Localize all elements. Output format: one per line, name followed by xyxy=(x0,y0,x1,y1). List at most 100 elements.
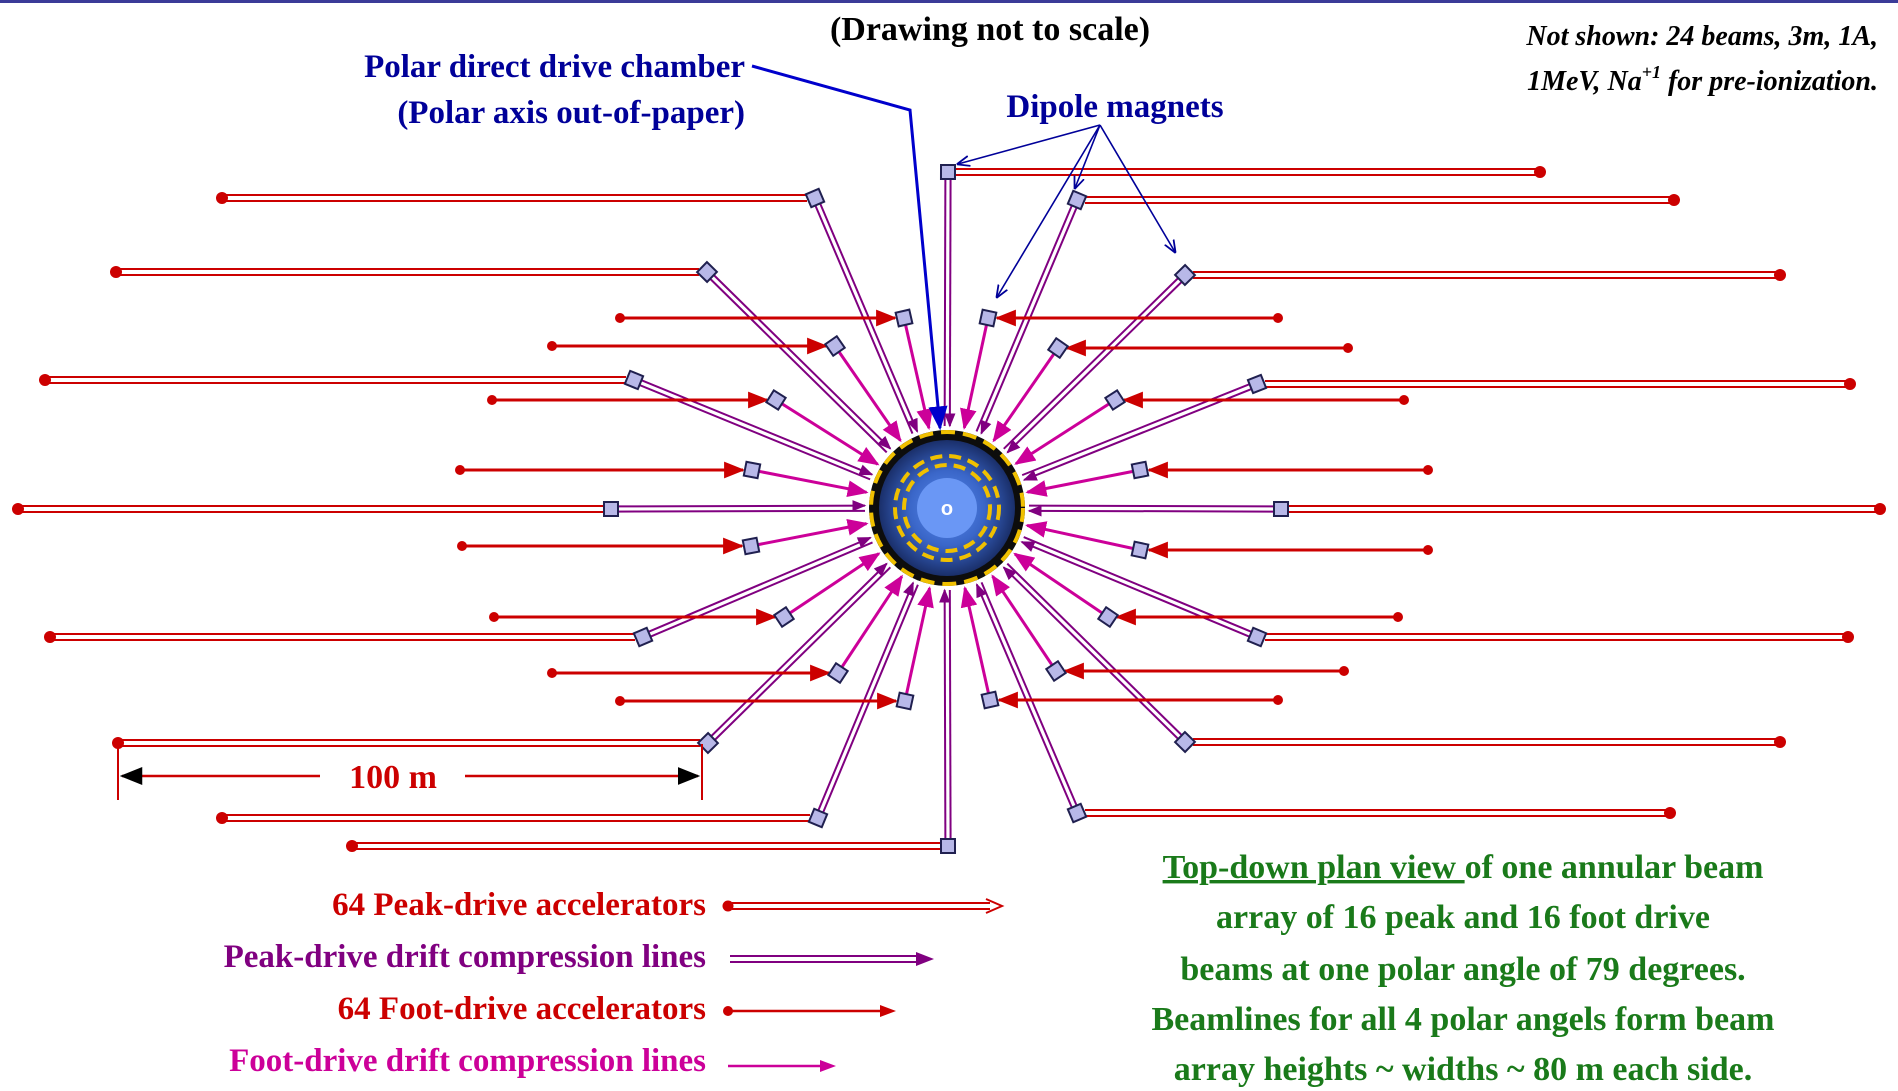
peak-drift-line-0-b xyxy=(816,196,919,433)
peak-drift-line-3-a xyxy=(611,509,866,513)
foot-drift-line-8 xyxy=(960,317,990,430)
legend-arrow-peak-acc xyxy=(985,898,1005,914)
dipole-pointer-2 xyxy=(1075,124,1101,188)
chamber-label-line1: Polar direct drive chamber xyxy=(364,49,745,85)
peak-magnet-8 xyxy=(939,163,957,181)
legend-label-peak-acc: 64 Peak-drive accelerators xyxy=(332,887,706,923)
peak-acc-dot-6 xyxy=(216,812,228,824)
peak-acc-dot-7 xyxy=(346,840,358,852)
peak-acc-dot-8 xyxy=(1534,166,1546,178)
dipole-pointer-1 xyxy=(958,124,1101,164)
peak-drift-line-13-b xyxy=(1020,540,1257,641)
foot-drift-line-3 xyxy=(751,468,869,497)
scale-label: 100 m xyxy=(349,759,437,796)
peak-acc-dot-14 xyxy=(1774,736,1786,748)
chamber-inner-ring-2 xyxy=(902,463,992,553)
not-shown-note-line2: 1MeV, Na+1 for pre-ionization. xyxy=(1527,62,1878,97)
not-shown-note-tail: for pre-ionization. xyxy=(1661,66,1878,97)
peak-drift-line-7-a xyxy=(948,589,952,846)
foot-magnet-3 xyxy=(742,460,762,480)
foot-drift-line-4 xyxy=(750,518,869,548)
legend: 64 Peak-drive accelerators Peak-drive dr… xyxy=(224,887,1005,1079)
foot-magnet-4 xyxy=(741,536,761,556)
dipole-pointer-4 xyxy=(1099,124,1175,252)
foot-magnet-15 xyxy=(980,690,1000,710)
peak-magnet-7 xyxy=(939,837,957,855)
foot-drift-line-14 xyxy=(991,574,1058,672)
foot-drift-line-0 xyxy=(902,317,933,431)
peak-magnet-15 xyxy=(1066,802,1088,824)
peak-drift-line-2-b xyxy=(634,376,874,476)
peak-acc-dot-9 xyxy=(1668,194,1680,206)
foot-magnet-0 xyxy=(894,308,914,328)
scale-note: (Drawing not to scale) xyxy=(830,11,1150,48)
peak-drift-line-3-b xyxy=(610,500,867,512)
foot-magnet-5 xyxy=(772,605,796,629)
foot-drift-line-11 xyxy=(1025,468,1141,497)
chamber-core xyxy=(917,478,977,538)
peak-magnet-3 xyxy=(602,500,620,518)
not-shown-note-na: 1MeV, Na xyxy=(1527,66,1642,97)
legend-label-peak-drift: Peak-drive drift compression lines xyxy=(224,939,707,975)
foot-magnet-14 xyxy=(1044,659,1068,683)
peak-acc-dot-13 xyxy=(1842,631,1854,643)
legend-arrow-foot-drift xyxy=(820,1060,836,1072)
caption-line1: Top-down plan view of one annular beam xyxy=(1163,849,1764,886)
peak-magnet-6 xyxy=(807,807,829,829)
not-shown-note-line1: Not shown: 24 beams, 3m, 1A, xyxy=(1525,21,1878,52)
not-shown-note-sup: +1 xyxy=(1642,62,1661,82)
legend-arrow-foot-acc xyxy=(880,1005,896,1017)
foot-magnet-6 xyxy=(826,661,850,685)
foot-drift-line-10 xyxy=(1014,398,1116,465)
foot-drift-line-9 xyxy=(992,347,1060,443)
peak-drift-line-8-b xyxy=(944,172,956,428)
peak-magnet-9 xyxy=(1066,189,1088,211)
peak-magnet-11 xyxy=(1246,373,1268,395)
chamber-outer-ring xyxy=(869,430,1025,586)
peak-drift-line-10-b xyxy=(1006,276,1188,454)
foot-drift-line-6 xyxy=(836,574,904,674)
target-chamber: o xyxy=(869,430,1025,586)
peak-drift-line-11-a xyxy=(1021,380,1257,477)
scale-bar: 100 m xyxy=(117,744,703,800)
legend-label-foot-drift: Foot-drive drift compression lines xyxy=(229,1043,706,1079)
peak-drift-line-8-a xyxy=(943,171,947,426)
foot-drift-line-7 xyxy=(903,586,934,702)
peak-magnet-10 xyxy=(1173,263,1197,287)
foot-magnet-7 xyxy=(895,691,915,711)
foot-drift-line-2 xyxy=(775,398,880,466)
caption-underlined: Top-down plan view xyxy=(1163,849,1465,886)
foot-magnet-12 xyxy=(1130,540,1150,560)
caption-line1-rest: of one annular beam xyxy=(1465,849,1764,886)
chamber-inner-ring-1 xyxy=(893,454,1001,562)
legend-dot-foot-acc xyxy=(723,1006,733,1016)
peak-drift-line-15-a xyxy=(980,582,1081,813)
legend-label-foot-acc: 64 Foot-drive accelerators xyxy=(338,991,706,1027)
peak-acc-dot-1 xyxy=(110,266,122,278)
dipole-label: Dipole magnets xyxy=(1006,89,1223,125)
caption-line2: array of 16 peak and 16 foot drive xyxy=(1216,899,1710,936)
beamlines xyxy=(12,163,1886,855)
foot-magnet-11 xyxy=(1130,460,1150,480)
legend-item-foot-acc: 64 Foot-drive accelerators xyxy=(338,991,896,1027)
foot-magnet-2 xyxy=(764,388,788,412)
legend-dot-peak-acc xyxy=(722,900,734,912)
foot-magnet-8 xyxy=(978,308,998,328)
foot-drift-line-15 xyxy=(960,585,992,701)
peak-magnet-4 xyxy=(632,626,654,648)
peak-drift-line-14-a xyxy=(1006,562,1188,741)
peak-drift-line-1-b xyxy=(708,269,892,450)
peak-acc-dot-10 xyxy=(1774,269,1786,281)
peak-drift-line-4-a xyxy=(643,541,873,641)
peak-magnet-1 xyxy=(695,260,719,284)
peak-acc-dot-11 xyxy=(1844,378,1856,390)
caption-line5: array heights ~ widths ~ 80 m each side. xyxy=(1174,1051,1752,1088)
foot-drift-line-1 xyxy=(833,345,902,443)
peak-drift-line-12-a xyxy=(1029,504,1282,508)
foot-drift-line-5 xyxy=(783,552,881,619)
peak-magnet-0 xyxy=(804,187,826,209)
peak-drift-line-1-a xyxy=(704,273,888,454)
foot-magnet-10 xyxy=(1103,388,1127,412)
caption: Top-down plan view of one annular beam a… xyxy=(1152,849,1775,1088)
